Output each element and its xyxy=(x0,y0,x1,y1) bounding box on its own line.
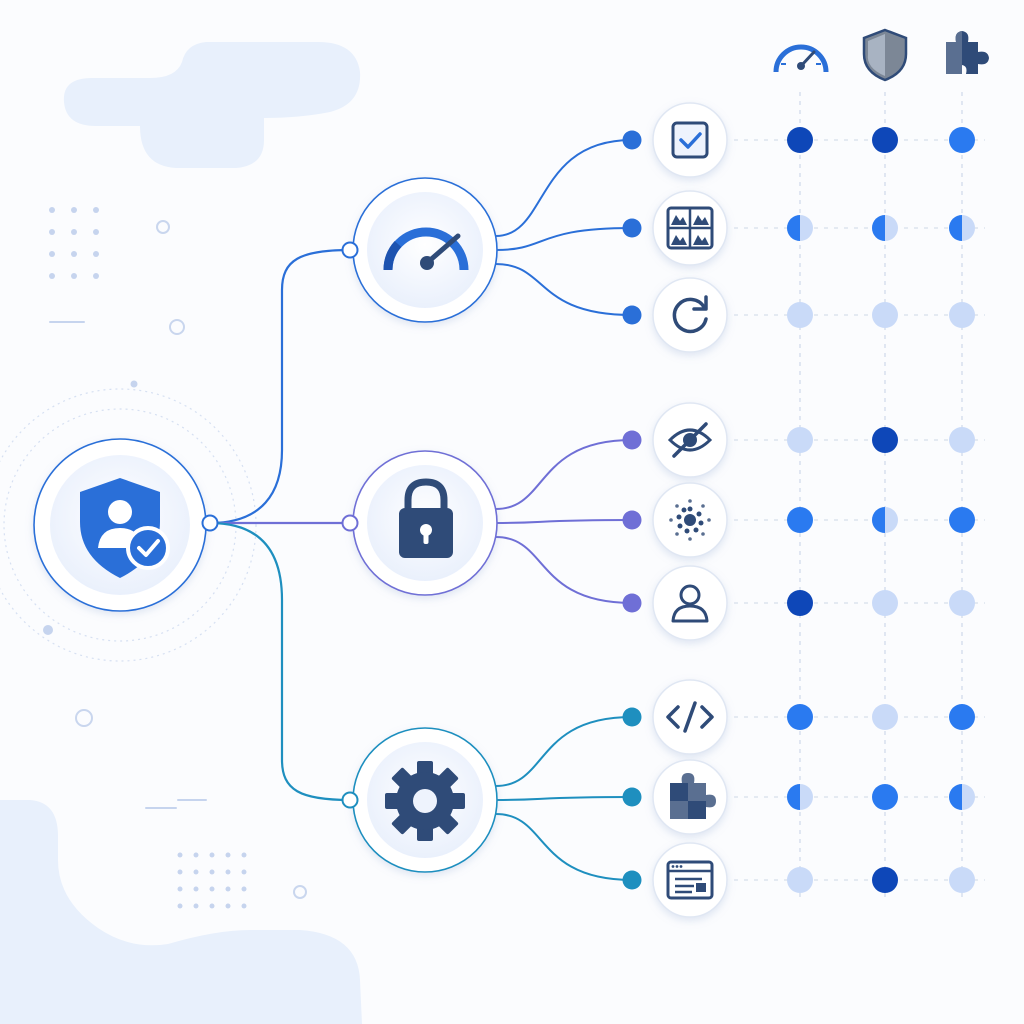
checkbox-icon xyxy=(671,121,709,159)
port-performance xyxy=(341,241,359,259)
connector-performance-item-2 xyxy=(495,227,633,251)
connector-performance-item-3 xyxy=(495,263,633,316)
connector-extensibility-item-3 xyxy=(495,813,633,881)
port-extensibility xyxy=(341,791,359,809)
rating-dot-performance-1-col-2 xyxy=(872,127,898,153)
column-header-performance[interactable] xyxy=(773,44,829,73)
decor-dots xyxy=(43,380,138,635)
item-port-extensibility-3 xyxy=(622,870,642,890)
speedometer-icon xyxy=(773,44,829,73)
rating-dot-privacy-2-col-1 xyxy=(787,507,813,533)
rating-dot-performance-2-col-3 xyxy=(949,215,975,241)
refresh-icon xyxy=(672,295,708,334)
rating-dot-privacy-3-col-3 xyxy=(949,590,975,616)
rating-dot-privacy-3-col-2 xyxy=(872,590,898,616)
matrix-guides xyxy=(734,92,985,900)
user-outline-icon xyxy=(671,584,709,623)
rating-dot-extensibility-1-col-1 xyxy=(787,704,813,730)
rating-dot-performance-3-col-1 xyxy=(787,302,813,328)
speedometer-icon xyxy=(383,227,469,271)
rating-dot-extensibility-2-col-2 xyxy=(872,784,898,810)
code-brackets-icon xyxy=(666,701,714,733)
rating-dot-privacy-1-col-2 xyxy=(872,427,898,453)
rating-dot-extensibility-3-col-3 xyxy=(949,867,975,893)
item-port-privacy-3 xyxy=(622,593,642,613)
rating-dot-privacy-1-col-3 xyxy=(949,427,975,453)
rating-dot-extensibility-3-col-2 xyxy=(872,867,898,893)
category-nodes xyxy=(341,177,498,873)
rating-dot-performance-1-col-3 xyxy=(949,127,975,153)
rating-dot-extensibility-2-col-1 xyxy=(787,784,813,810)
cloud-blob-top xyxy=(63,42,361,168)
background-decoration xyxy=(0,42,362,1024)
rating-dot-performance-2-col-1 xyxy=(787,215,813,241)
lock-icon xyxy=(399,478,453,558)
rating-dot-extensibility-2-col-3 xyxy=(949,784,975,810)
connector-extensibility-item-2 xyxy=(495,796,633,801)
dot-grid-left xyxy=(49,207,99,279)
item-port-extensibility-2 xyxy=(622,787,642,807)
decor-dashes xyxy=(49,321,207,809)
puzzle-icon xyxy=(670,773,716,819)
rating-dot-privacy-2-col-2 xyxy=(872,507,898,533)
item-port-performance-2 xyxy=(622,218,642,238)
decor-rings xyxy=(75,220,307,899)
rating-dot-performance-3-col-2 xyxy=(872,302,898,328)
connector-privacy-item-2 xyxy=(495,519,633,524)
user-shield-check-icon xyxy=(80,478,170,578)
feature-item-performance-3[interactable] xyxy=(652,277,728,353)
rating-dot-extensibility-3-col-1 xyxy=(787,867,813,893)
item-port-extensibility-1 xyxy=(622,707,642,727)
column-header-security[interactable] xyxy=(862,28,908,82)
rating-dot-privacy-2-col-3 xyxy=(949,507,975,533)
gear-icon xyxy=(385,761,465,841)
rating-dot-extensibility-1-col-2 xyxy=(872,704,898,730)
item-port-privacy-2 xyxy=(622,510,642,530)
matrix-dots xyxy=(787,127,975,893)
connector-privacy-item-3 xyxy=(495,536,633,604)
dot-cluster-icon xyxy=(669,499,711,541)
eye-off-icon xyxy=(667,422,713,458)
connector-root-performance xyxy=(209,248,351,525)
rating-dot-privacy-3-col-1 xyxy=(787,590,813,616)
connector-privacy-item-1 xyxy=(495,439,633,510)
shield-icon xyxy=(862,28,908,82)
rating-dot-performance-1-col-1 xyxy=(787,127,813,153)
dot-grid-bottom xyxy=(177,852,247,909)
rating-dot-privacy-1-col-1 xyxy=(787,427,813,453)
connector-extensibility-item-1 xyxy=(495,716,633,787)
rating-dot-performance-3-col-3 xyxy=(949,302,975,328)
cloud-blob-bottom xyxy=(0,800,362,1024)
port-privacy xyxy=(341,514,359,532)
browser-window-icon xyxy=(666,860,714,900)
rating-dot-extensibility-1-col-3 xyxy=(949,704,975,730)
item-port-performance-1 xyxy=(622,130,642,150)
category-node-performance[interactable] xyxy=(352,177,498,323)
item-port-performance-3 xyxy=(622,305,642,325)
connector-performance-item-1 xyxy=(495,139,633,237)
item-port-privacy-1 xyxy=(622,430,642,450)
rating-dot-performance-2-col-2 xyxy=(872,215,898,241)
feature-items xyxy=(622,102,728,918)
connector-root-extensibility xyxy=(209,521,351,802)
root-connector-port xyxy=(201,514,219,532)
connectors xyxy=(209,139,633,881)
column-header-extensibility[interactable] xyxy=(946,31,989,74)
puzzle-icon xyxy=(946,31,989,74)
gallery-icon xyxy=(666,206,714,250)
